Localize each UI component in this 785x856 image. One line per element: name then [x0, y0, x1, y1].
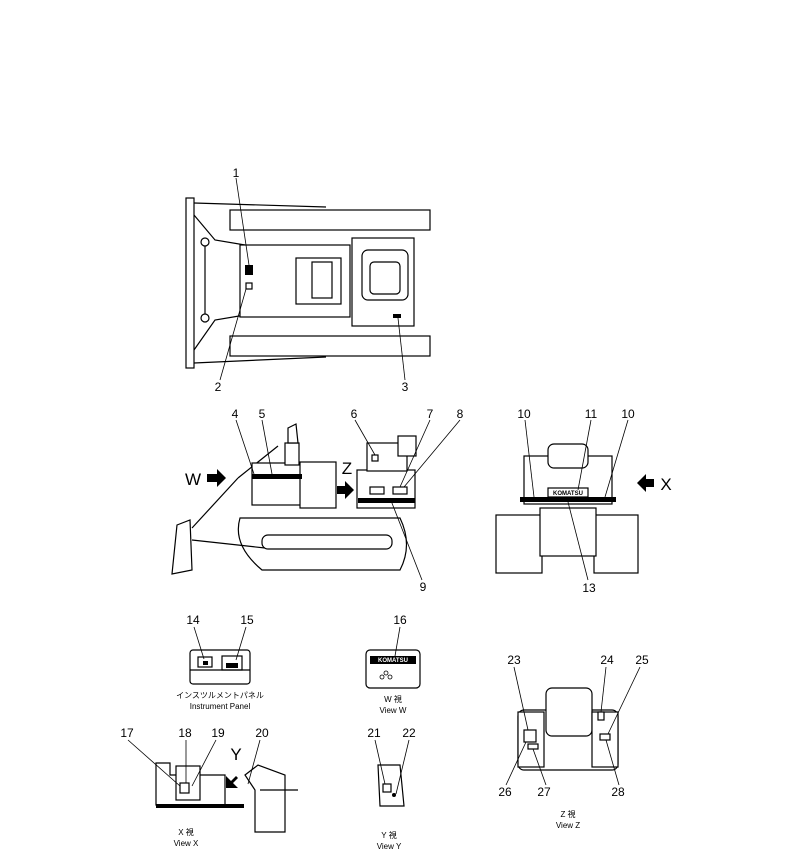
top-view-drawing — [185, 177, 431, 381]
caption-view-y-jp: Y 視 — [381, 831, 396, 840]
caption-view-y-en: View Y — [377, 842, 402, 851]
rear-brand-plate: KOMATSU — [553, 491, 583, 497]
callout-4: 4 — [232, 407, 239, 421]
caption-instrument-en: Instrument Panel — [190, 702, 251, 711]
callout-15: 15 — [240, 613, 254, 627]
callout-6: 6 — [351, 407, 358, 421]
view-letter-x: X — [660, 475, 671, 494]
caption-view-w-en: View W — [380, 706, 407, 715]
callout-8: 8 — [457, 407, 464, 421]
callout-11: 11 — [585, 407, 598, 421]
callout-28: 28 — [611, 785, 625, 799]
view-x-drawing — [127, 739, 298, 833]
view-y-drawing — [374, 739, 410, 807]
callout-3: 3 — [402, 380, 409, 394]
callout-9: 9 — [420, 580, 427, 594]
instrument-panel-drawing — [189, 626, 251, 685]
view-letter-y: Y — [230, 745, 241, 764]
view-letter-w: W — [185, 470, 201, 489]
callout-22: 22 — [402, 726, 416, 740]
callout-25: 25 — [635, 653, 649, 667]
callout-13: 13 — [582, 581, 596, 595]
callout-10-left: 10 — [517, 407, 531, 421]
callout-23: 23 — [507, 653, 521, 667]
callout-16: 16 — [393, 613, 407, 627]
callout-27: 27 — [537, 785, 551, 799]
callout-18: 18 — [178, 726, 192, 740]
view-letter-z: Z — [342, 459, 352, 478]
view-z-drawing — [505, 666, 641, 786]
callout-14: 14 — [186, 613, 200, 627]
callout-20: 20 — [255, 726, 269, 740]
callout-19: 19 — [211, 726, 225, 740]
callout-26: 26 — [498, 785, 512, 799]
rear-view-drawing: KOMATSU — [495, 419, 654, 581]
caption-view-z-jp: Z 視 — [560, 810, 575, 819]
callout-7: 7 — [427, 407, 434, 421]
view-captions: インスツルメントパネル Instrument Panel W 視 View W … — [174, 691, 581, 851]
callout-21: 21 — [367, 726, 381, 740]
callout-5: 5 — [259, 407, 266, 421]
callout-2: 2 — [215, 380, 222, 394]
callout-1: 1 — [233, 166, 240, 180]
caption-view-w-jp: W 視 — [384, 695, 402, 704]
caption-instrument-jp: インスツルメントパネル — [176, 691, 264, 700]
caption-view-x-en: View X — [174, 839, 199, 848]
callout-10-right: 10 — [621, 407, 635, 421]
view-letters: W Z X Y — [185, 459, 672, 764]
callout-24: 24 — [600, 653, 614, 667]
view-w-brand-plate: KOMATSU — [378, 658, 408, 664]
view-w-drawing: KOMATSU — [365, 626, 421, 689]
caption-view-x-jp: X 視 — [178, 828, 194, 837]
callout-numbers: 1 2 3 4 5 6 7 8 9 10 11 10 13 14 15 16 1… — [120, 166, 649, 799]
callout-17: 17 — [120, 726, 134, 740]
side-view-drawing — [171, 419, 461, 581]
caption-view-z-en: View Z — [556, 821, 580, 830]
